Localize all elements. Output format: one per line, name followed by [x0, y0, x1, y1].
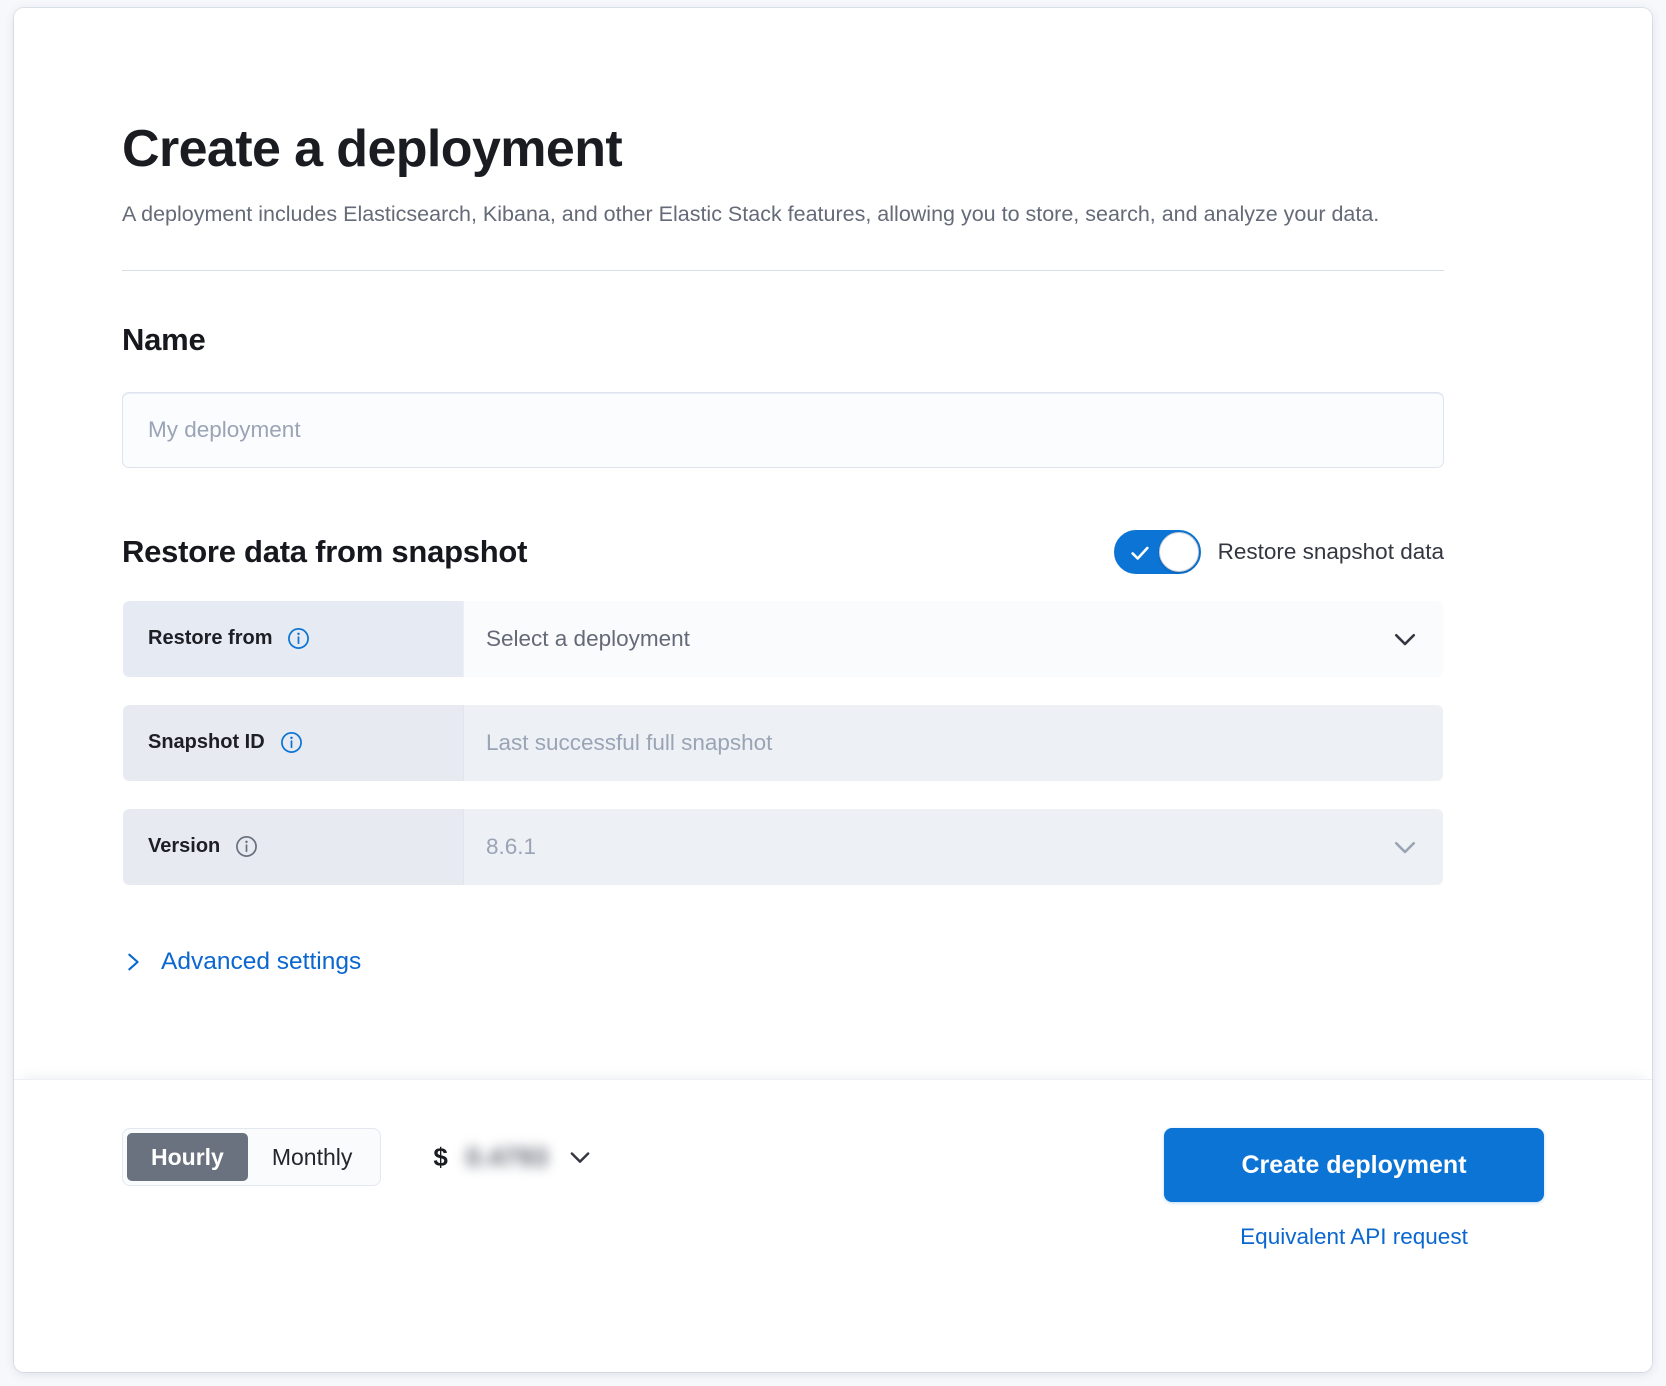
billing-option-hourly[interactable]: Hourly	[127, 1133, 248, 1181]
deployment-name-input[interactable]: My deployment	[122, 391, 1444, 468]
restore-heading: Restore data from snapshot	[122, 533, 528, 569]
header-divider	[122, 270, 1444, 272]
name-section: Name My deployment	[122, 321, 1447, 468]
info-icon[interactable]	[287, 627, 310, 650]
restore-snapshot-toggle[interactable]	[1113, 529, 1201, 574]
snapshot-id-label: Snapshot ID	[148, 731, 265, 754]
info-icon[interactable]	[280, 731, 303, 754]
advanced-settings-link[interactable]: Advanced settings	[122, 948, 361, 976]
name-heading: Name	[122, 322, 206, 358]
price-display[interactable]: $ 0.4793	[433, 1142, 594, 1173]
advanced-settings-label: Advanced settings	[161, 947, 362, 975]
version-label-group: Version	[123, 808, 463, 885]
equivalent-api-request-link[interactable]: Equivalent API request	[1240, 1224, 1468, 1249]
restore-snapshot-toggle-label: Restore snapshot data	[1217, 538, 1444, 564]
restore-from-label: Restore from	[148, 627, 273, 650]
version-field: 8.6.1	[463, 808, 1443, 885]
restore-section-header: Restore data from snapshot Restore snaps…	[122, 529, 1444, 574]
chevron-right-icon	[128, 953, 139, 970]
restore-from-field[interactable]: Select a deployment	[463, 600, 1443, 677]
form-content-area: Create a deployment A deployment include…	[14, 8, 1652, 1080]
chevron-down-icon[interactable]	[566, 1143, 594, 1171]
restore-from-value: Select a deployment	[486, 625, 690, 651]
version-label: Version	[148, 835, 221, 858]
snapshot-id-field: Last successful full snapshot	[463, 704, 1443, 781]
create-deployment-button[interactable]: Create deployment	[1164, 1128, 1544, 1202]
info-icon[interactable]	[235, 835, 258, 858]
version-value: 8.6.1	[486, 833, 537, 859]
create-deployment-card: Create a deployment A deployment include…	[14, 8, 1652, 1372]
restore-from-row[interactable]: Restore from Select a deployment	[122, 600, 1444, 678]
billing-option-monthly[interactable]: Monthly	[271, 1143, 353, 1170]
page-title: Create a deployment	[122, 120, 623, 178]
bottom-action-bar: Hourly Monthly $ 0.4793 Create deploymen…	[14, 1079, 1652, 1372]
submit-controls: Create deployment Equivalent API request	[1164, 1128, 1544, 1250]
snapshot-id-value: Last successful full snapshot	[486, 729, 773, 755]
restore-from-label-group: Restore from	[123, 600, 463, 677]
billing-controls: Hourly Monthly $ 0.4793	[122, 1128, 594, 1186]
check-icon	[1130, 546, 1149, 560]
price-amount: 0.4793	[465, 1141, 549, 1172]
toggle-knob	[1158, 531, 1199, 572]
snapshot-id-label-group: Snapshot ID	[123, 704, 463, 781]
chevron-down-icon[interactable]	[1390, 624, 1420, 654]
deployment-name-placeholder: My deployment	[148, 416, 301, 442]
chevron-down-icon	[1394, 841, 1416, 853]
page-subtitle: A deployment includes Elasticsearch, Kib…	[122, 202, 1380, 227]
billing-period-toggle[interactable]: Hourly Monthly	[122, 1128, 382, 1186]
restore-snapshot-toggle-group[interactable]: Restore snapshot data	[1113, 529, 1444, 574]
currency-symbol: $	[433, 1141, 448, 1172]
version-row: Version 8.6.1	[122, 808, 1444, 886]
snapshot-id-row: Snapshot ID Last successful full snapsho…	[122, 704, 1444, 782]
